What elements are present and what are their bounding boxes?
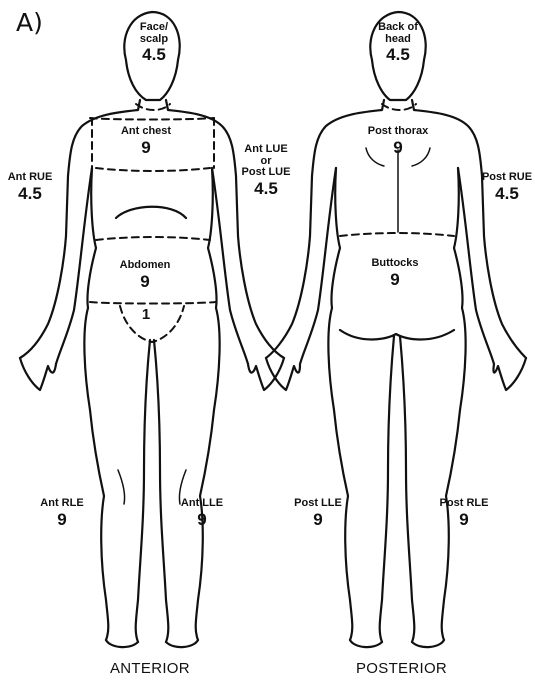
region-percent: 9 — [356, 139, 440, 157]
region-label: Post thorax — [356, 126, 440, 138]
region-percent: 9 — [360, 271, 430, 289]
region-face-scalp: Face/ scalp 4.5 — [126, 22, 182, 64]
region-ant-lle: Ant LLE 9 — [176, 498, 228, 528]
region-percent: 9 — [290, 511, 346, 529]
region-label: Post RUE — [478, 172, 535, 184]
region-label: Post LLE — [290, 498, 346, 510]
region-label: Abdomen — [110, 260, 180, 272]
region-label: Post RLE — [436, 498, 492, 510]
region-label: Ant RLE — [36, 498, 88, 510]
posterior-figure — [266, 12, 526, 647]
region-label: Ant RUE — [4, 172, 56, 184]
region-ant-chest: Ant chest 9 — [106, 126, 186, 156]
region-percent: 9 — [110, 273, 180, 291]
region-percent: 4.5 — [126, 46, 182, 64]
region-back-of-head: Back of head 4.5 — [370, 22, 426, 64]
posterior-title: POSTERIOR — [356, 660, 447, 677]
region-percent: 1 — [136, 307, 156, 323]
region-percent: 4.5 — [4, 185, 56, 203]
region-post-rle: Post RLE 9 — [436, 498, 492, 528]
region-label: Ant chest — [106, 126, 186, 138]
region-percent: 9 — [106, 139, 186, 157]
region-post-lle: Post LLE 9 — [290, 498, 346, 528]
region-label: Face/ scalp — [126, 22, 182, 45]
region-ant-lue: Ant LUE or Post LUE 4.5 — [236, 144, 296, 197]
region-percent: 4.5 — [236, 180, 296, 198]
region-buttocks: Buttocks 9 — [360, 258, 430, 288]
anterior-title: ANTERIOR — [110, 660, 190, 677]
region-percent: 4.5 — [478, 185, 535, 203]
region-percent: 9 — [436, 511, 492, 529]
region-percent: 4.5 — [370, 46, 426, 64]
region-label: Ant LUE or Post LUE — [236, 144, 296, 179]
region-abdomen: Abdomen 9 — [110, 260, 180, 290]
region-percent: 9 — [36, 511, 88, 529]
region-genitalia: 1 — [136, 306, 156, 323]
region-label: Back of head — [370, 22, 426, 45]
region-post-rue: Post RUE 4.5 — [478, 172, 535, 202]
region-ant-rue: Ant RUE 4.5 — [4, 172, 56, 202]
region-label: Ant LLE — [176, 498, 228, 510]
region-post-thorax: Post thorax 9 — [356, 126, 440, 156]
region-ant-rle: Ant RLE 9 — [36, 498, 88, 528]
region-percent: 9 — [176, 511, 228, 529]
anterior-figure — [20, 12, 284, 647]
region-label: Buttocks — [360, 258, 430, 270]
